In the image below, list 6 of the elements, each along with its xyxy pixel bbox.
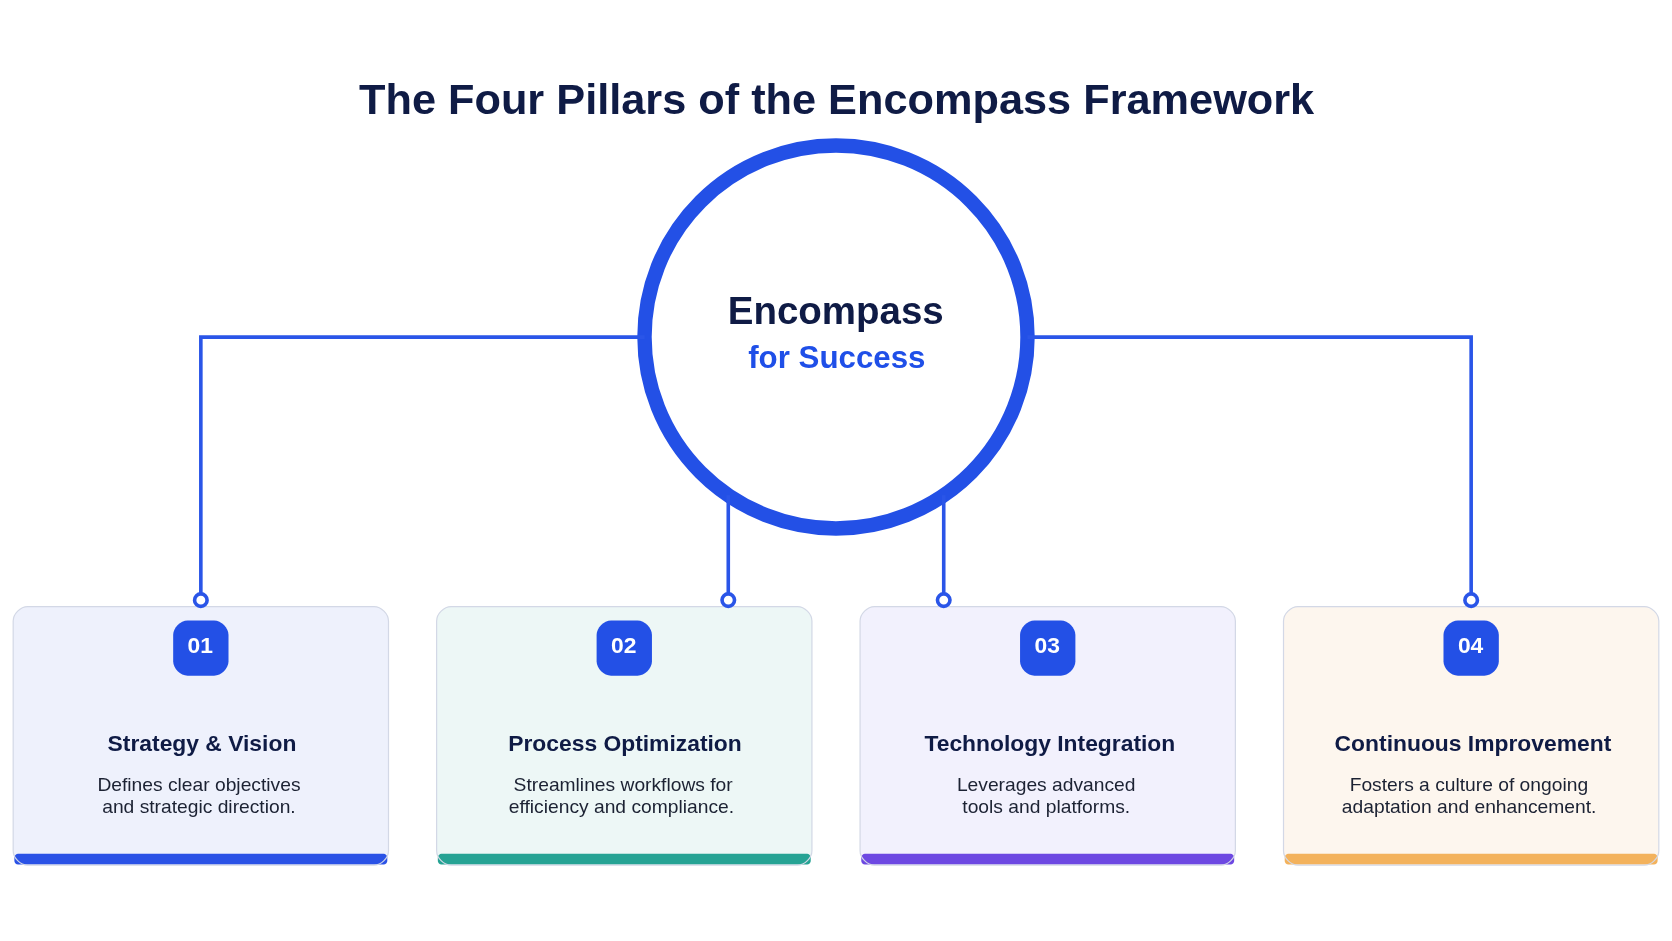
node-circle: Encompass for Success xyxy=(637,138,1035,536)
connector xyxy=(935,495,952,609)
diagram-title: The Four Pillars of the Encompass Framework xyxy=(359,75,1315,124)
connector xyxy=(1027,335,1480,609)
connector xyxy=(192,335,645,609)
connector xyxy=(720,495,737,609)
